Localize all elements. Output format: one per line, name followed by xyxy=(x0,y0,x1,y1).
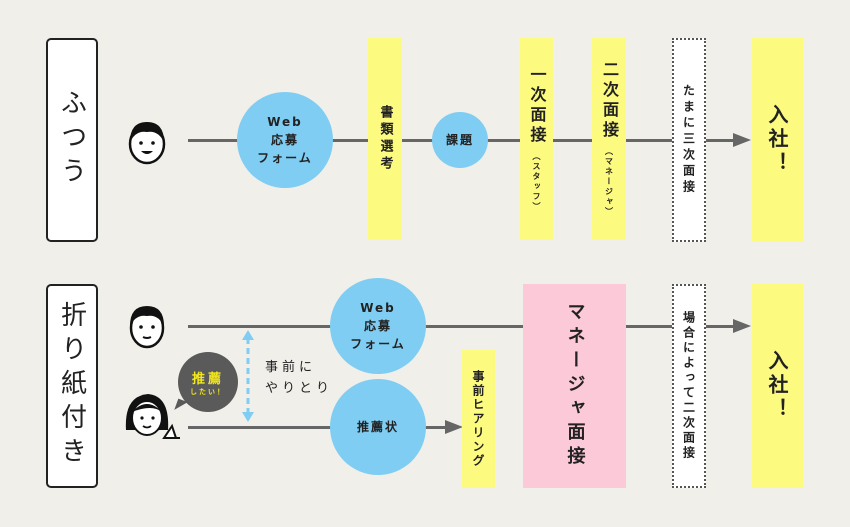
recommendation-letter-text: 推薦状 xyxy=(356,420,399,434)
third-interview-box: たまに三次面接 xyxy=(672,38,706,242)
web-form-text: フォーム xyxy=(257,151,313,165)
row-label-normal: ふつう xyxy=(46,38,98,242)
hired-box: 入社！ xyxy=(752,284,803,488)
web-form-circle: Web 応募フォーム xyxy=(237,92,333,188)
row-label-referral: 折り紙付き xyxy=(46,284,98,488)
document-screening-box: 書類選考 xyxy=(368,38,402,240)
pre-hearing-text: 事前ヒアリング xyxy=(471,370,485,468)
third-interview-text: たまに三次面接 xyxy=(681,84,696,196)
two-way-dashed-arrow-icon xyxy=(242,330,254,422)
arrow-icon xyxy=(733,133,751,147)
conditional-second-interview-text: 場合によって二次面接 xyxy=(681,311,696,461)
assignment-circle: 課題 xyxy=(432,112,488,168)
applicant-face-icon xyxy=(128,122,166,165)
hired-text: 入社！ xyxy=(765,350,789,422)
flow-line-referral-letter xyxy=(188,426,450,429)
hired-text: 入社！ xyxy=(765,104,789,176)
second-interview-note: （マネージャ） xyxy=(604,147,614,217)
web-form-text: Web xyxy=(360,301,396,315)
web-form-text: フォーム xyxy=(350,337,406,351)
web-form-text: Web xyxy=(267,115,303,129)
assignment-text: 課題 xyxy=(445,133,474,147)
web-form-circle: Web 応募フォーム xyxy=(330,278,426,374)
applicant-face-icon xyxy=(129,306,165,349)
document-screening-text: 書類選考 xyxy=(377,105,393,173)
second-interview-box: 二次面接 （マネージャ） xyxy=(592,38,626,240)
pre-hearing-box: 事前ヒアリング xyxy=(462,350,495,488)
web-form-text: 応募 xyxy=(270,133,299,147)
second-interview-text: 二次面接 xyxy=(600,61,619,141)
manager-interview-box: マネージャ面接 xyxy=(523,284,626,488)
recommendation-letter-circle: 推薦状 xyxy=(330,379,426,475)
hired-box: 入社！ xyxy=(752,38,803,242)
first-interview-note: （スタッフ） xyxy=(532,152,541,212)
conditional-second-interview-box: 場合によって二次面接 xyxy=(672,284,706,488)
first-interview-box: 一次面接 （スタッフ） xyxy=(520,38,553,240)
first-interview-text: 一次面接 xyxy=(527,66,547,146)
exchange-text: 事前に xyxy=(265,360,317,375)
arrow-icon xyxy=(445,420,463,434)
exchange-text: やりとり xyxy=(265,380,334,396)
referrer-face-icon xyxy=(125,394,180,439)
web-form-text: 応募 xyxy=(363,319,392,333)
bubble-main-text: 推薦 xyxy=(191,371,224,387)
arrow-icon xyxy=(733,319,751,333)
recommend-speech-bubble: 推薦 したい！ xyxy=(178,352,238,412)
bubble-sub-text: したい！ xyxy=(190,387,226,396)
manager-interview-text: マネージャ面接 xyxy=(564,302,586,470)
flow-line-referral-web xyxy=(188,325,740,328)
exchange-note: 事前に やりとり xyxy=(265,358,333,400)
